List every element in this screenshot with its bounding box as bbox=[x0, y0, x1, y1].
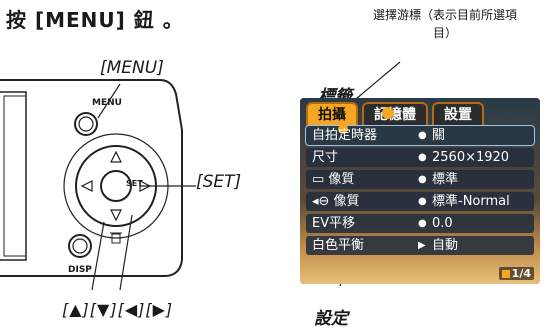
menu-row-size[interactable]: 尺寸 ● 2560×1920 bbox=[306, 148, 534, 167]
menu-row-white-balance[interactable]: 白色平衡 ▶ 自動 bbox=[306, 236, 534, 255]
page-heading: 按 [MENU] 鈕 。 bbox=[6, 8, 184, 32]
menu-callout: [MENU] bbox=[100, 58, 164, 78]
lcd-menu-screen: 拍攝 記憶體 設置 自拍定時器 ● 關 尺寸 ● 2560×1920 ▭ 像質 … bbox=[300, 98, 540, 284]
page-indicator-text: 1/4 bbox=[511, 267, 531, 280]
row-bullet-icon: ● bbox=[418, 218, 427, 229]
row-value: 標準 bbox=[432, 172, 459, 187]
menu-row-movie-quality[interactable]: ◂⊖ 像質 ● 標準-Normal bbox=[306, 192, 534, 211]
trash-icon bbox=[110, 232, 122, 244]
row-label: ▭ 像質 bbox=[312, 172, 355, 187]
row-value: 自動 bbox=[432, 238, 459, 253]
set-button[interactable] bbox=[100, 170, 132, 202]
set-callout: [SET] bbox=[196, 172, 242, 192]
row-value: 標準-Normal bbox=[432, 194, 510, 209]
row-value: 0.0 bbox=[432, 216, 453, 231]
selection-cursor-icon bbox=[338, 124, 348, 134]
setting-callout: 設定 bbox=[314, 309, 348, 329]
row-label: 白色平衡 bbox=[312, 238, 365, 253]
row-value: 2560×1920 bbox=[432, 150, 510, 165]
disp-button-label: DISP bbox=[68, 265, 92, 275]
row-bullet-icon: ● bbox=[418, 130, 427, 141]
row-label: 尺寸 bbox=[312, 150, 339, 165]
arrows-callout: [▲][▼][◀][▶] bbox=[62, 300, 174, 319]
tab-setup[interactable]: 設置 bbox=[432, 102, 484, 126]
cursor-callout-note: 選擇游標（表示目前所選項目） bbox=[372, 8, 517, 40]
menu-tabs: 拍攝 記憶體 設置 bbox=[306, 102, 484, 126]
menu-button[interactable] bbox=[74, 112, 98, 136]
row-bullet-icon: ● bbox=[418, 152, 427, 163]
tab-arrow-icon bbox=[382, 107, 394, 119]
row-label: ◂⊖ 像質 bbox=[312, 194, 360, 209]
disp-button[interactable] bbox=[68, 234, 92, 258]
menu-row-self-timer[interactable]: 自拍定時器 ● 關 bbox=[305, 124, 535, 146]
menu-row-photo-quality[interactable]: ▭ 像質 ● 標準 bbox=[306, 170, 534, 189]
camera-back-illustration bbox=[0, 79, 196, 290]
page-scroll-icon bbox=[501, 270, 510, 278]
row-bullet-icon: ▶ bbox=[418, 240, 426, 251]
tab-record[interactable]: 拍攝 bbox=[306, 102, 358, 126]
set-button-label: SET bbox=[126, 179, 143, 188]
row-label: EV平移 bbox=[312, 216, 356, 231]
row-value: 關 bbox=[432, 128, 446, 143]
menu-button-label: MENU bbox=[92, 98, 122, 108]
row-bullet-icon: ● bbox=[418, 174, 427, 185]
menu-settings-list: 自拍定時器 ● 關 尺寸 ● 2560×1920 ▭ 像質 ● 標準 ◂⊖ 像質… bbox=[305, 124, 535, 258]
page-indicator: 1/4 bbox=[498, 267, 534, 280]
row-bullet-icon: ● bbox=[418, 196, 427, 207]
row-label: 自拍定時器 bbox=[312, 128, 378, 143]
tab-memory[interactable]: 記憶體 bbox=[362, 102, 428, 126]
menu-row-ev-shift[interactable]: EV平移 ● 0.0 bbox=[306, 214, 534, 233]
